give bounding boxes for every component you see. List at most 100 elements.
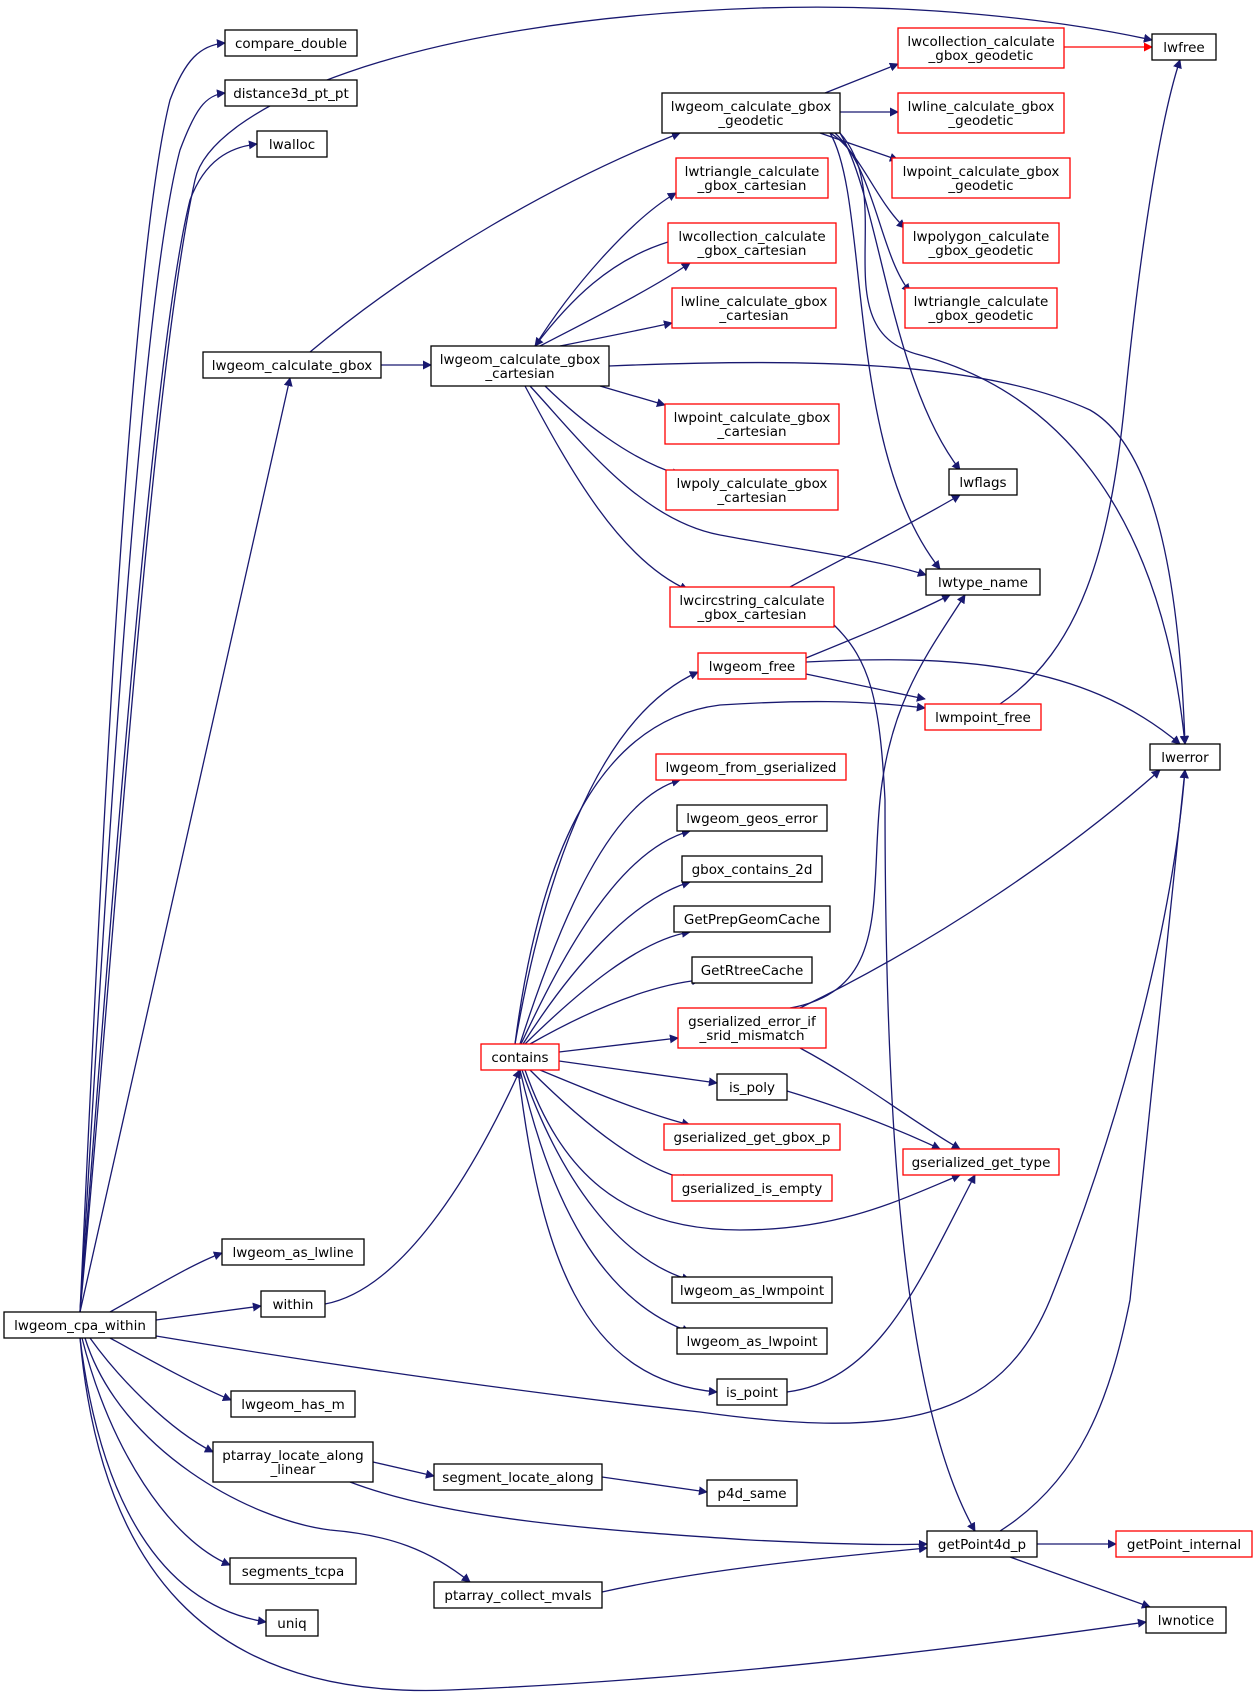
edge-lwgeom_cpa_within-to-lwnotice	[79, 1337, 1147, 1692]
node-lwcollection-calculate-gbox-cartesian[interactable]: lwcollection_calculate_gbox_cartesian	[667, 222, 837, 264]
node-lwgeom-as-lwpoint[interactable]: lwgeom_as_lwpoint	[676, 1327, 828, 1355]
node-GetRtreeCache[interactable]: GetRtreeCache	[691, 956, 813, 984]
node-lwtype-name[interactable]: lwtype_name	[925, 568, 1041, 596]
node-lwgeom-has-m[interactable]: lwgeom_has_m	[230, 1390, 356, 1418]
edge-contains-to-gbox_contains_2d	[522, 880, 691, 1045]
node-label: GetRtreeCache	[701, 963, 804, 979]
node-segment-locate-along[interactable]: segment_locate_along	[433, 1463, 603, 1491]
node-label: is_poly	[729, 1080, 775, 1096]
edge-ptarray_locate_along_linear-to-segment_locate_along	[372, 1461, 435, 1479]
node-p4d-same[interactable]: p4d_same	[706, 1479, 798, 1507]
node-box	[661, 92, 841, 134]
node-label: within	[273, 1297, 314, 1313]
node-distance3d-pt-pt[interactable]: distance3d_pt_pt	[224, 79, 358, 107]
node-box	[221, 1238, 365, 1266]
node-label: lwcollection_calculate	[907, 34, 1054, 50]
node-GetPrepGeomCache[interactable]: GetPrepGeomCache	[673, 905, 831, 933]
node-gserialized-error-if-srid-mismatch[interactable]: gserialized_error_if_srid_mismatch	[677, 1007, 827, 1049]
node-lwtriangle-calculate-gbox-geodetic[interactable]: lwtriangle_calculate_gbox_geodetic	[904, 287, 1058, 329]
node-is-point[interactable]: is_point	[716, 1378, 788, 1406]
node-gserialized-get-gbox-p[interactable]: gserialized_get_gbox_p	[663, 1123, 841, 1151]
node-label: _cartesian	[716, 424, 786, 440]
edge-segment_locate_along-to-p4d_same	[601, 1476, 708, 1496]
node-lwgeom-free[interactable]: lwgeom_free	[697, 652, 807, 680]
node-gserialized-get-type[interactable]: gserialized_get_type	[902, 1148, 1060, 1176]
node-lwcollection-calculate-gbox-geodetic[interactable]: lwcollection_calculate_gbox_geodetic	[897, 27, 1065, 69]
node-lwgeom-calculate-gbox-cartesian[interactable]: lwgeom_calculate_gbox_cartesian	[430, 345, 610, 387]
node-box	[669, 586, 835, 628]
node-label: lwflags	[959, 475, 1006, 491]
node-contains[interactable]: contains	[480, 1043, 560, 1071]
node-uniq[interactable]: uniq	[265, 1609, 319, 1637]
node-lwgeom-calculate-gbox[interactable]: lwgeom_calculate_gbox	[202, 351, 382, 379]
node-label: is_point	[726, 1385, 778, 1401]
edge-gserialized_error_if_srid_mismatch-to-lwerror	[799, 769, 1161, 1009]
node-gserialized-is-empty[interactable]: gserialized_is_empty	[671, 1174, 833, 1202]
node-label: distance3d_pt_pt	[233, 86, 349, 102]
edge-lwgeom_calculate_gbox_cartesian-to-lwpoint_calculate_gbox_cartesian	[599, 385, 666, 408]
node-box	[706, 1479, 798, 1507]
node-ptarray-locate-along-linear[interactable]: ptarray_locate_along_linear	[212, 1441, 374, 1483]
node-lwpoint-calculate-gbox-cartesian[interactable]: lwpoint_calculate_gbox_cartesian	[664, 403, 840, 445]
node-box	[433, 1463, 603, 1491]
edge-contains-to-lwgeom_as_lwpoint	[519, 1069, 691, 1334]
node-box	[697, 652, 807, 680]
node-compare-double[interactable]: compare_double	[224, 29, 358, 57]
node-lwgeom-from-gserialized[interactable]: lwgeom_from_gserialized	[655, 753, 847, 781]
edge-lwgeom_cpa_within-to-uniq	[79, 1337, 267, 1626]
node-lwgeom-as-lwmpoint[interactable]: lwgeom_as_lwmpoint	[671, 1276, 833, 1304]
node-lwgeom-calculate-gbox-geodetic[interactable]: lwgeom_calculate_gbox_geodetic	[661, 92, 841, 134]
node-ptarray-collect-mvals[interactable]: ptarray_collect_mvals	[433, 1581, 603, 1609]
edge-lwgeom_cpa_within-to-lwgeom_calculate_gbox	[79, 377, 293, 1313]
node-label: lwtype_name	[938, 575, 1028, 591]
node-lwpolygon-calculate-gbox-geodetic[interactable]: lwpolygon_calculate_gbox_geodetic	[902, 222, 1060, 264]
node-getPoint4d-p[interactable]: getPoint4d_p	[926, 1530, 1038, 1558]
node-label: lwgeom_calculate_gbox	[212, 358, 373, 374]
node-lwgeom-cpa-within[interactable]: lwgeom_cpa_within	[3, 1311, 157, 1339]
node-lwcircstring-calculate-gbox-cartesian[interactable]: lwcircstring_calculate_gbox_cartesian	[669, 586, 835, 628]
node-getPoint-internal[interactable]: getPoint_internal	[1115, 1530, 1253, 1558]
node-lwline-calculate-gbox-geodetic[interactable]: lwline_calculate_gbox_geodetic	[897, 92, 1065, 134]
node-box	[904, 287, 1058, 329]
edge-contains-to-lwmpoint_free	[514, 700, 926, 1045]
edge-lwgeom_cpa_within-to-lwgeom_has_m	[109, 1337, 232, 1402]
edge-lwgeom_calculate_gbox_cartesian-to-lwtype_name	[529, 385, 927, 577]
node-segments-tcpa[interactable]: segments_tcpa	[229, 1557, 357, 1585]
node-label: lwgeom_as_lwmpoint	[680, 1283, 824, 1299]
node-lwflags[interactable]: lwflags	[948, 468, 1018, 496]
node-label: _cartesian	[484, 366, 554, 382]
node-label: _gbox_geodetic	[928, 48, 1034, 64]
edge-lwgeom_cpa_within-to-lwalloc	[79, 140, 258, 1313]
node-box	[926, 1530, 1038, 1558]
node-lwgeom-geos-error[interactable]: lwgeom_geos_error	[676, 804, 828, 832]
edge-lwgeom_cpa_within-to-lwerror	[155, 769, 1189, 1424]
node-label: _srid_mismatch	[698, 1028, 804, 1044]
node-lwgeom-as-lwline[interactable]: lwgeom_as_lwline	[221, 1238, 365, 1266]
node-lwfree[interactable]: lwfree	[1151, 33, 1217, 61]
node-lwline-calculate-gbox-cartesian[interactable]: lwline_calculate_gbox_cartesian	[671, 287, 837, 329]
node-label: lwgeom_from_gserialized	[666, 760, 837, 776]
edge-contains-to-gserialized_error_if_srid_mismatch	[558, 1034, 679, 1053]
node-lwmpoint-free[interactable]: lwmpoint_free	[924, 703, 1042, 731]
node-gbox-contains-2d[interactable]: gbox_contains_2d	[681, 855, 823, 883]
node-lwtriangle-calculate-gbox-cartesian[interactable]: lwtriangle_calculate_gbox_cartesian	[675, 157, 829, 199]
node-label: lwgeom_as_lwline	[232, 1245, 353, 1261]
edge-contains-to-lwgeom_geos_error	[520, 828, 691, 1045]
edge-lwgeom_cpa_within-to-segments_tcpa	[81, 1337, 231, 1567]
edge-lwgeom_cpa_within-to-within	[155, 1302, 262, 1321]
node-lwerror[interactable]: lwerror	[1149, 743, 1221, 771]
node-lwpoint-calculate-gbox-geodetic[interactable]: lwpoint_calculate_gbox_geodetic	[891, 157, 1071, 199]
node-box	[3, 1311, 157, 1339]
edge-gserialized_error_if_srid_mismatch-to-lwtype_name	[789, 594, 966, 1009]
node-label: lwgeom_cpa_within	[14, 1318, 146, 1334]
node-lwpoly-calculate-gbox-cartesian[interactable]: lwpoly_calculate_gbox_cartesian	[665, 469, 839, 511]
node-lwalloc[interactable]: lwalloc	[256, 130, 328, 158]
edge-contains-to-lwgeom_free	[514, 671, 699, 1045]
node-label: gbox_contains_2d	[692, 862, 813, 878]
node-label: _gbox_geodetic	[928, 243, 1034, 259]
node-lwnotice[interactable]: lwnotice	[1145, 1606, 1227, 1634]
node-within[interactable]: within	[260, 1290, 326, 1318]
edge-contains-to-gserialized_is_empty	[529, 1069, 691, 1183]
node-is-poly[interactable]: is_poly	[716, 1073, 788, 1101]
